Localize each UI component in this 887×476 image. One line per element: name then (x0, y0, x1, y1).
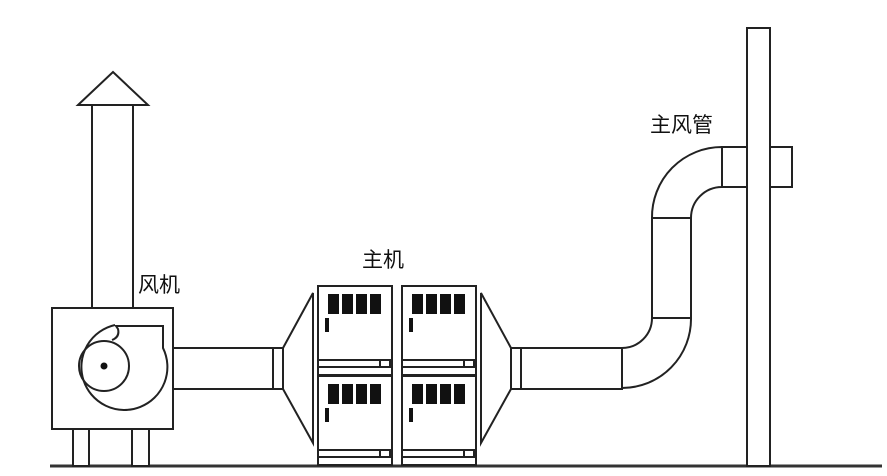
cabinet-module (401, 285, 477, 376)
vent-slot-icon (370, 384, 381, 404)
vent-slot-icon (412, 384, 423, 404)
main-unit-label: 主机 (362, 248, 404, 272)
vent-slot-icon (426, 294, 437, 314)
cabinet-module (401, 375, 477, 466)
inlet-hopper (282, 292, 314, 447)
vent-slot-icon (454, 294, 465, 314)
vent-slot-icon (328, 384, 339, 404)
fan-label: 风机 (138, 273, 180, 297)
vent-slot-icon (370, 294, 381, 314)
wall-column (746, 27, 771, 467)
vent-slot-icon (356, 294, 367, 314)
main-duct-label: 主风管 (650, 113, 713, 137)
vent-slot-icon (412, 294, 423, 314)
main-duct (510, 145, 793, 390)
vent-slot-icon (342, 294, 353, 314)
vent-slot-icon (454, 384, 465, 404)
vent-slot-icon (440, 294, 451, 314)
vent-slot-icon (328, 294, 339, 314)
vent-slot-icon (356, 384, 367, 404)
fan-outlet-duct (172, 347, 284, 390)
cabinet-module (317, 375, 393, 466)
vent-slot-icon (440, 384, 451, 404)
cabinet-module (317, 285, 393, 376)
vent-slot-icon (426, 384, 437, 404)
fan-unit (51, 307, 174, 467)
main-unit (317, 285, 477, 466)
vent-slot-icon (342, 384, 353, 404)
outlet-hopper (480, 292, 512, 447)
